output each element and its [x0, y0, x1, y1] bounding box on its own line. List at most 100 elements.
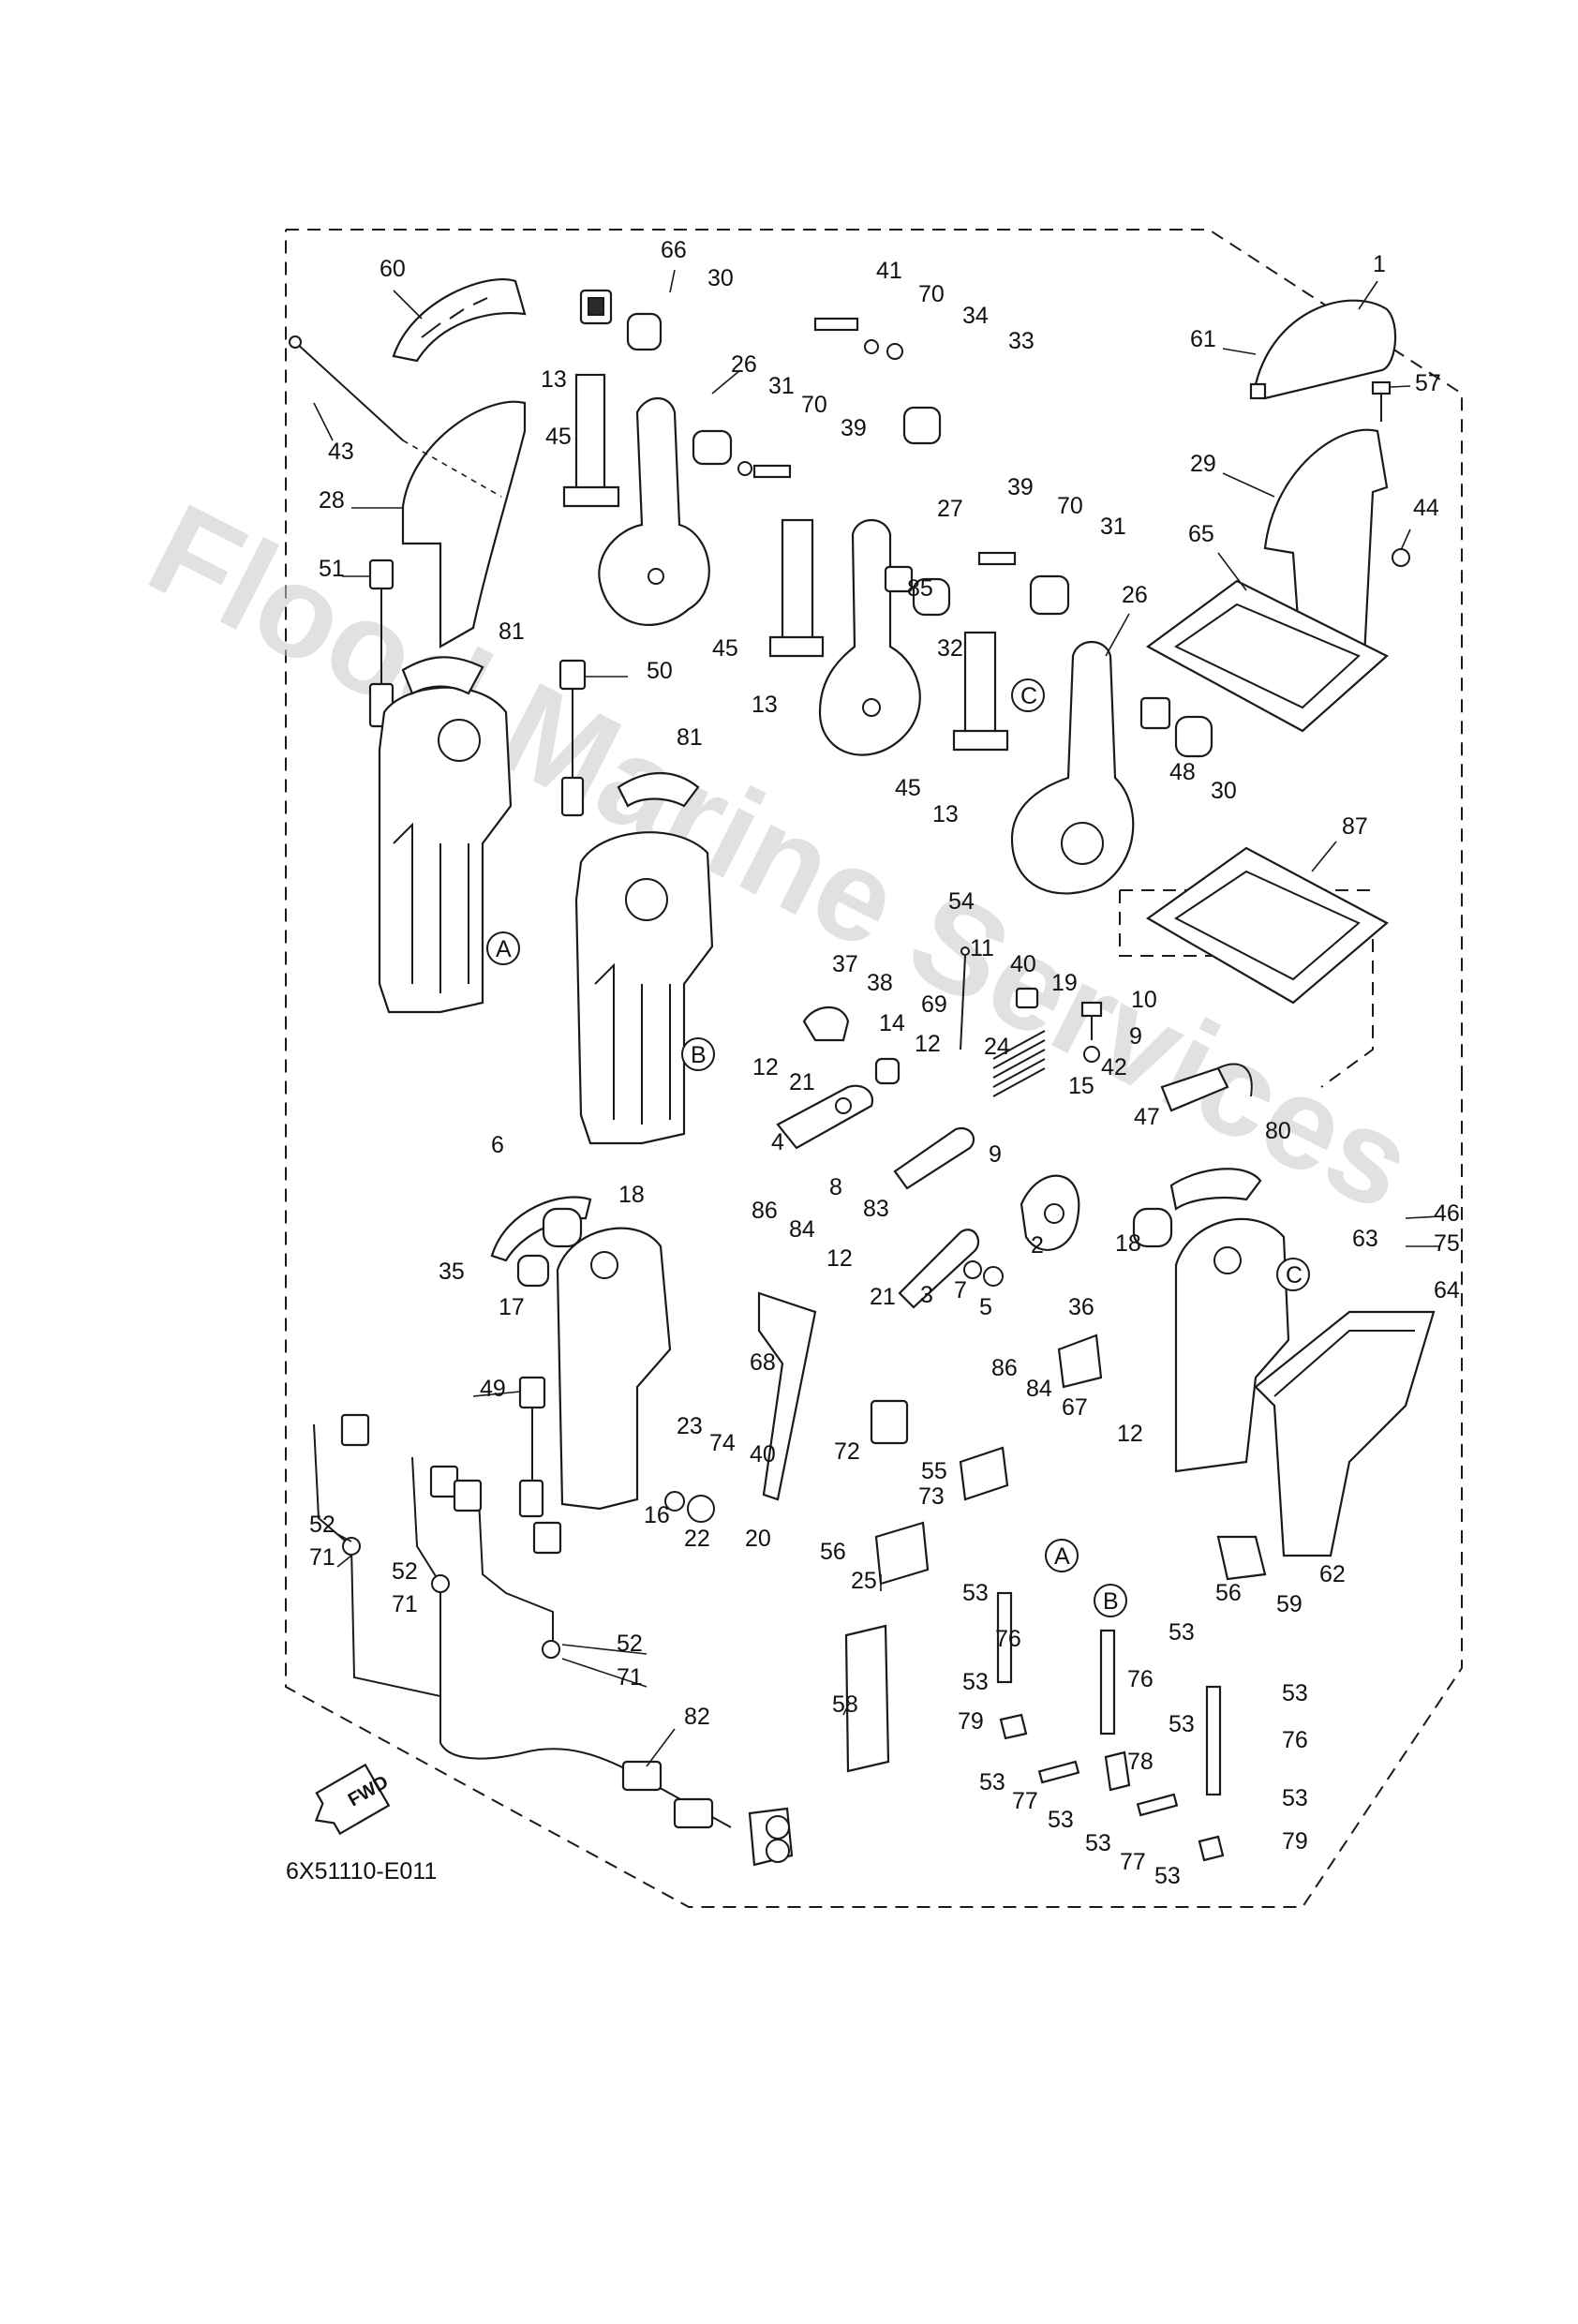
connector-49 [518, 1376, 546, 1518]
callout-c31a: 31 [768, 373, 795, 399]
bracket-13-lower [952, 631, 1009, 752]
callout-c9a: 9 [1129, 1023, 1142, 1050]
part-22 [687, 1495, 715, 1523]
callout-c4: 4 [771, 1129, 784, 1155]
hose-77-left [1037, 1760, 1080, 1784]
washer-7 [963, 1260, 982, 1279]
bolt-57 [1371, 380, 1392, 422]
callout-c5: 5 [979, 1294, 992, 1320]
callout-c27: 27 [937, 496, 963, 522]
bolt-39-right [977, 551, 1017, 566]
callout-c49: 49 [480, 1376, 506, 1402]
plate-59 [1216, 1535, 1267, 1581]
part-66 [579, 289, 613, 325]
callout-c13b: 13 [752, 692, 778, 718]
fitting-79-left [999, 1713, 1028, 1740]
bracket-62-63-64 [1254, 1310, 1436, 1557]
callout-c53b: 53 [1169, 1619, 1195, 1646]
callout-c52a: 52 [309, 1512, 335, 1538]
fitting-79-right [1198, 1835, 1225, 1862]
callout-c28: 28 [319, 487, 345, 514]
callout-c36: 36 [1068, 1294, 1094, 1320]
bushing-18-right [1132, 1207, 1173, 1248]
callout-c7: 7 [954, 1277, 967, 1304]
callout-c16: 16 [644, 1502, 670, 1528]
callout-c12b: 12 [752, 1054, 779, 1080]
cam-2 [1020, 1174, 1080, 1251]
callout-c13a: 13 [541, 366, 567, 393]
bushing-18-left [542, 1207, 583, 1248]
callout-c47: 47 [1134, 1104, 1160, 1130]
callout-c76a: 76 [995, 1626, 1021, 1652]
callout-c84a: 84 [789, 1216, 815, 1243]
arm-38 [802, 1006, 850, 1042]
callout-c8: 8 [829, 1174, 842, 1200]
rod-68 [757, 1291, 817, 1501]
callout-c81a: 81 [499, 618, 525, 645]
callout-c24: 24 [984, 1034, 1010, 1060]
callout-c56a: 56 [820, 1539, 846, 1565]
part-30-upper [626, 312, 662, 351]
callout-c53i: 53 [1085, 1830, 1111, 1856]
circle-ref-refC1: C [1011, 678, 1045, 712]
callout-c21a: 21 [789, 1069, 815, 1095]
callout-c42: 42 [1101, 1054, 1127, 1080]
callout-c23: 23 [677, 1413, 703, 1439]
nut-5 [983, 1266, 1004, 1287]
shift-lever-housing-right [574, 771, 714, 1145]
hose-76-middle [1099, 1629, 1116, 1736]
callout-c85: 85 [907, 575, 933, 602]
callout-c37: 37 [832, 951, 858, 977]
callout-c53c: 53 [962, 1669, 989, 1695]
callout-c60: 60 [380, 256, 406, 282]
callout-c9b: 9 [989, 1141, 1002, 1168]
washer-70-upper [737, 461, 752, 476]
bracket-29 [1263, 428, 1389, 686]
cover-61 [1249, 299, 1397, 400]
fitting-78 [1104, 1750, 1131, 1792]
bushing-31-upper [692, 429, 733, 466]
callout-c71b: 71 [392, 1591, 418, 1617]
callout-c79a: 79 [958, 1708, 984, 1735]
callout-c83: 83 [863, 1196, 889, 1222]
harness-82 [621, 1760, 794, 1867]
callout-c33: 33 [1008, 328, 1035, 354]
callout-c14: 14 [879, 1010, 905, 1036]
housing-left-lower [556, 1227, 672, 1511]
callout-c44: 44 [1413, 495, 1439, 521]
bolt-10 [1080, 1001, 1103, 1040]
callout-c32: 32 [937, 635, 963, 662]
callout-c46: 46 [1434, 1200, 1460, 1227]
callout-c77a: 77 [1012, 1788, 1038, 1814]
callout-c18a: 18 [618, 1182, 645, 1208]
bushing-31-right [1029, 574, 1070, 616]
callout-c53a: 53 [962, 1580, 989, 1606]
callout-c61: 61 [1190, 326, 1216, 352]
callout-c69: 69 [921, 991, 947, 1018]
callout-c26b: 26 [1122, 582, 1148, 608]
callout-c26a: 26 [731, 351, 757, 378]
callout-c71c: 71 [617, 1664, 643, 1691]
callout-c10: 10 [1131, 987, 1157, 1013]
callout-c81b: 81 [677, 724, 703, 751]
callout-c48: 48 [1169, 759, 1196, 785]
sensor-47 [1160, 1063, 1253, 1112]
hose-76-right [1205, 1685, 1222, 1796]
knob-32 [912, 577, 951, 617]
callout-c30b: 30 [1211, 778, 1237, 804]
callout-c35: 35 [439, 1259, 465, 1285]
callout-c40b: 40 [750, 1441, 776, 1467]
callout-c58: 58 [832, 1691, 858, 1718]
callout-c53j: 53 [1154, 1863, 1181, 1889]
spring-11 [960, 946, 970, 1050]
callout-c11: 11 [970, 935, 994, 961]
callout-c71a: 71 [309, 1544, 335, 1571]
circle-ref-refA2: A [1045, 1539, 1079, 1572]
callout-c55: 55 [921, 1458, 947, 1484]
bracket-73 [959, 1446, 1009, 1501]
callout-c12c: 12 [826, 1245, 853, 1272]
bushing-17 [516, 1254, 550, 1288]
callout-c56b: 56 [1215, 1580, 1242, 1606]
